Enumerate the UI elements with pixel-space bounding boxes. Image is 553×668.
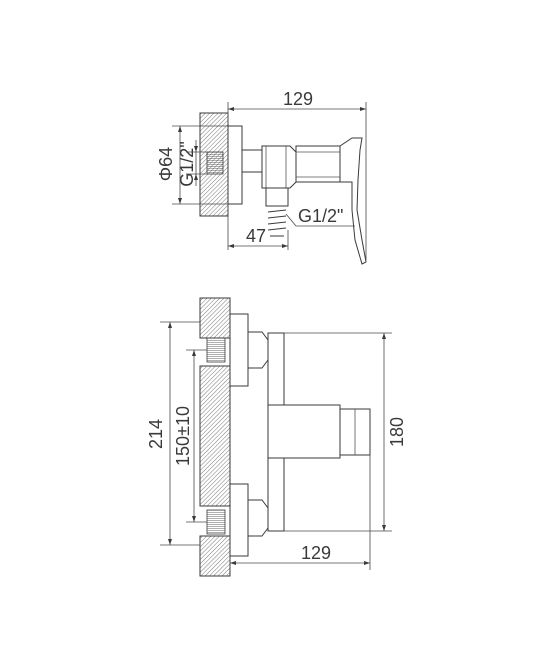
top-diameter-dimension: Φ64 <box>156 147 176 181</box>
front-wall-upper <box>199 297 231 339</box>
top-depth-dimension: 47 <box>246 226 266 246</box>
front-wall-lower <box>199 535 231 577</box>
front-body-cylinder <box>267 404 341 459</box>
top-thread-dimension: G1/2" <box>177 141 197 186</box>
top-outlet-thread-dimension: G1/2" <box>298 206 343 226</box>
top-escutcheon <box>227 125 243 205</box>
top-view: 129 Φ64 G1/2" G1/2" 47 <box>156 89 367 265</box>
top-connector <box>241 149 263 173</box>
top-outlet-thread <box>267 205 287 237</box>
front-nut-lower <box>247 499 269 537</box>
front-escutcheon-lower <box>229 483 249 557</box>
front-body-height-dimension: 180 <box>387 417 407 447</box>
front-width-dimension: 129 <box>301 543 331 563</box>
front-view: 214 150±10 180 129 <box>146 297 407 577</box>
front-nut-upper <box>247 331 269 369</box>
top-lever-handle <box>339 137 367 265</box>
front-wall-middle <box>199 365 231 507</box>
front-height-dimension: 214 <box>146 419 166 449</box>
front-thread-lower <box>206 509 226 535</box>
front-center-distance-dimension: 150±10 <box>173 406 193 466</box>
front-thread-upper <box>206 337 226 363</box>
top-outlet-neck <box>265 187 289 207</box>
top-wall-thread <box>206 151 224 175</box>
top-width-dimension: 129 <box>283 89 313 109</box>
front-escutcheon-upper <box>229 313 249 387</box>
top-hex-nut <box>261 145 297 189</box>
